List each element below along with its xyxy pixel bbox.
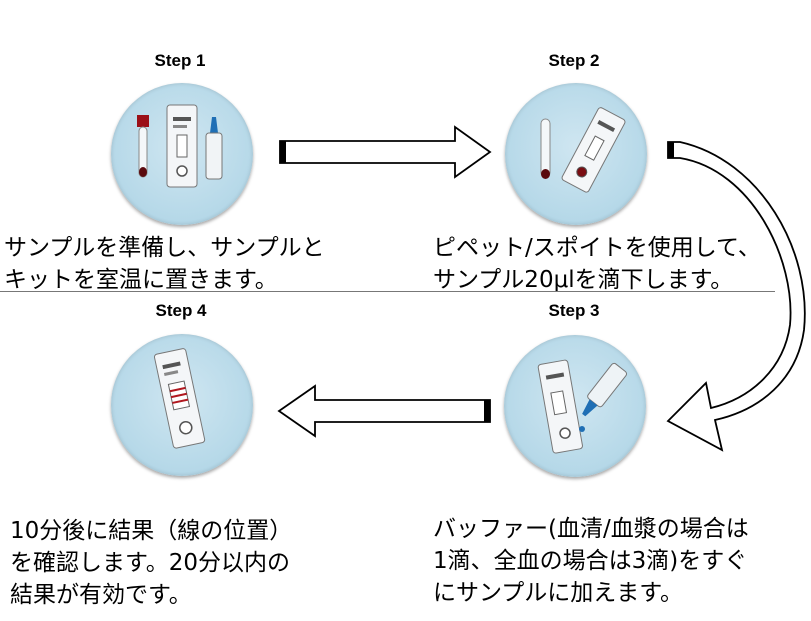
- step-1-label: Step 1: [154, 51, 206, 70]
- caption-line: ピペット/スポイトを使用して、: [433, 235, 761, 261]
- step-3-illustration: [537, 359, 628, 454]
- arrow-step3-to-step4: [277, 384, 491, 438]
- step-2-label: Step 2: [548, 51, 600, 70]
- caption-line: を確認します。20分以内の: [10, 550, 290, 576]
- blood-sample-icon: [139, 167, 147, 177]
- caption-line: キットを室温に置きます。: [4, 267, 278, 293]
- caption-line: バッファー(血清/血漿の場合は: [433, 516, 749, 542]
- tube-cap-icon: [137, 115, 149, 127]
- step-2-illustration: [540, 107, 626, 193]
- step-3-label: Step 3: [548, 301, 600, 320]
- buffer-bottle-icon: [205, 132, 223, 180]
- result-line-icon: [170, 392, 187, 399]
- caption-line: 結果が有効です。: [10, 582, 192, 608]
- step-1-caption: サンプルを準備し、サンプルと キットを室温に置きます。: [4, 232, 325, 296]
- caption-line: にサンプルに加えます。: [433, 580, 684, 606]
- step-3-caption: バッファー(血清/血漿の場合は 1滴、全血の場合は3滴)をすぐ にサンプルに加え…: [433, 513, 749, 609]
- buffer-bottle-icon: [587, 362, 628, 408]
- step-2-caption: ピペット/スポイトを使用して、 サンプル20μlを滴下します。: [433, 232, 761, 296]
- step-4-illustration: [153, 348, 206, 449]
- result-line-icon: [169, 386, 186, 393]
- caption-line: サンプルを準備し、サンプルと: [4, 235, 325, 261]
- step-3-circle: [504, 335, 646, 477]
- step-4-label: Step 4: [155, 301, 207, 320]
- blood-drop-icon: [541, 169, 550, 179]
- step-4-caption: 10分後に結果（線の位置） を確認します。20分以内の 結果が有効です。: [10, 515, 292, 611]
- arrow-step1-to-step2: [279, 125, 492, 179]
- step-4-circle: [111, 334, 253, 476]
- buffer-tip-icon: [582, 399, 598, 417]
- step-1-illustration: [137, 104, 223, 188]
- step-2-circle: [505, 83, 647, 225]
- buffer-drop-icon: [579, 426, 585, 432]
- step-1-circle: [111, 83, 253, 225]
- caption-line: 1滴、全血の場合は3滴)をすぐ: [433, 548, 748, 574]
- result-line-icon: [172, 398, 189, 404]
- buffer-cap-icon: [210, 117, 218, 133]
- arrow-step2-to-step3: [666, 141, 806, 452]
- caption-line: 10分後に結果（線の位置）: [10, 518, 293, 544]
- section-divider: [0, 291, 775, 292]
- caption-line: サンプル20μlを滴下します。: [433, 267, 734, 293]
